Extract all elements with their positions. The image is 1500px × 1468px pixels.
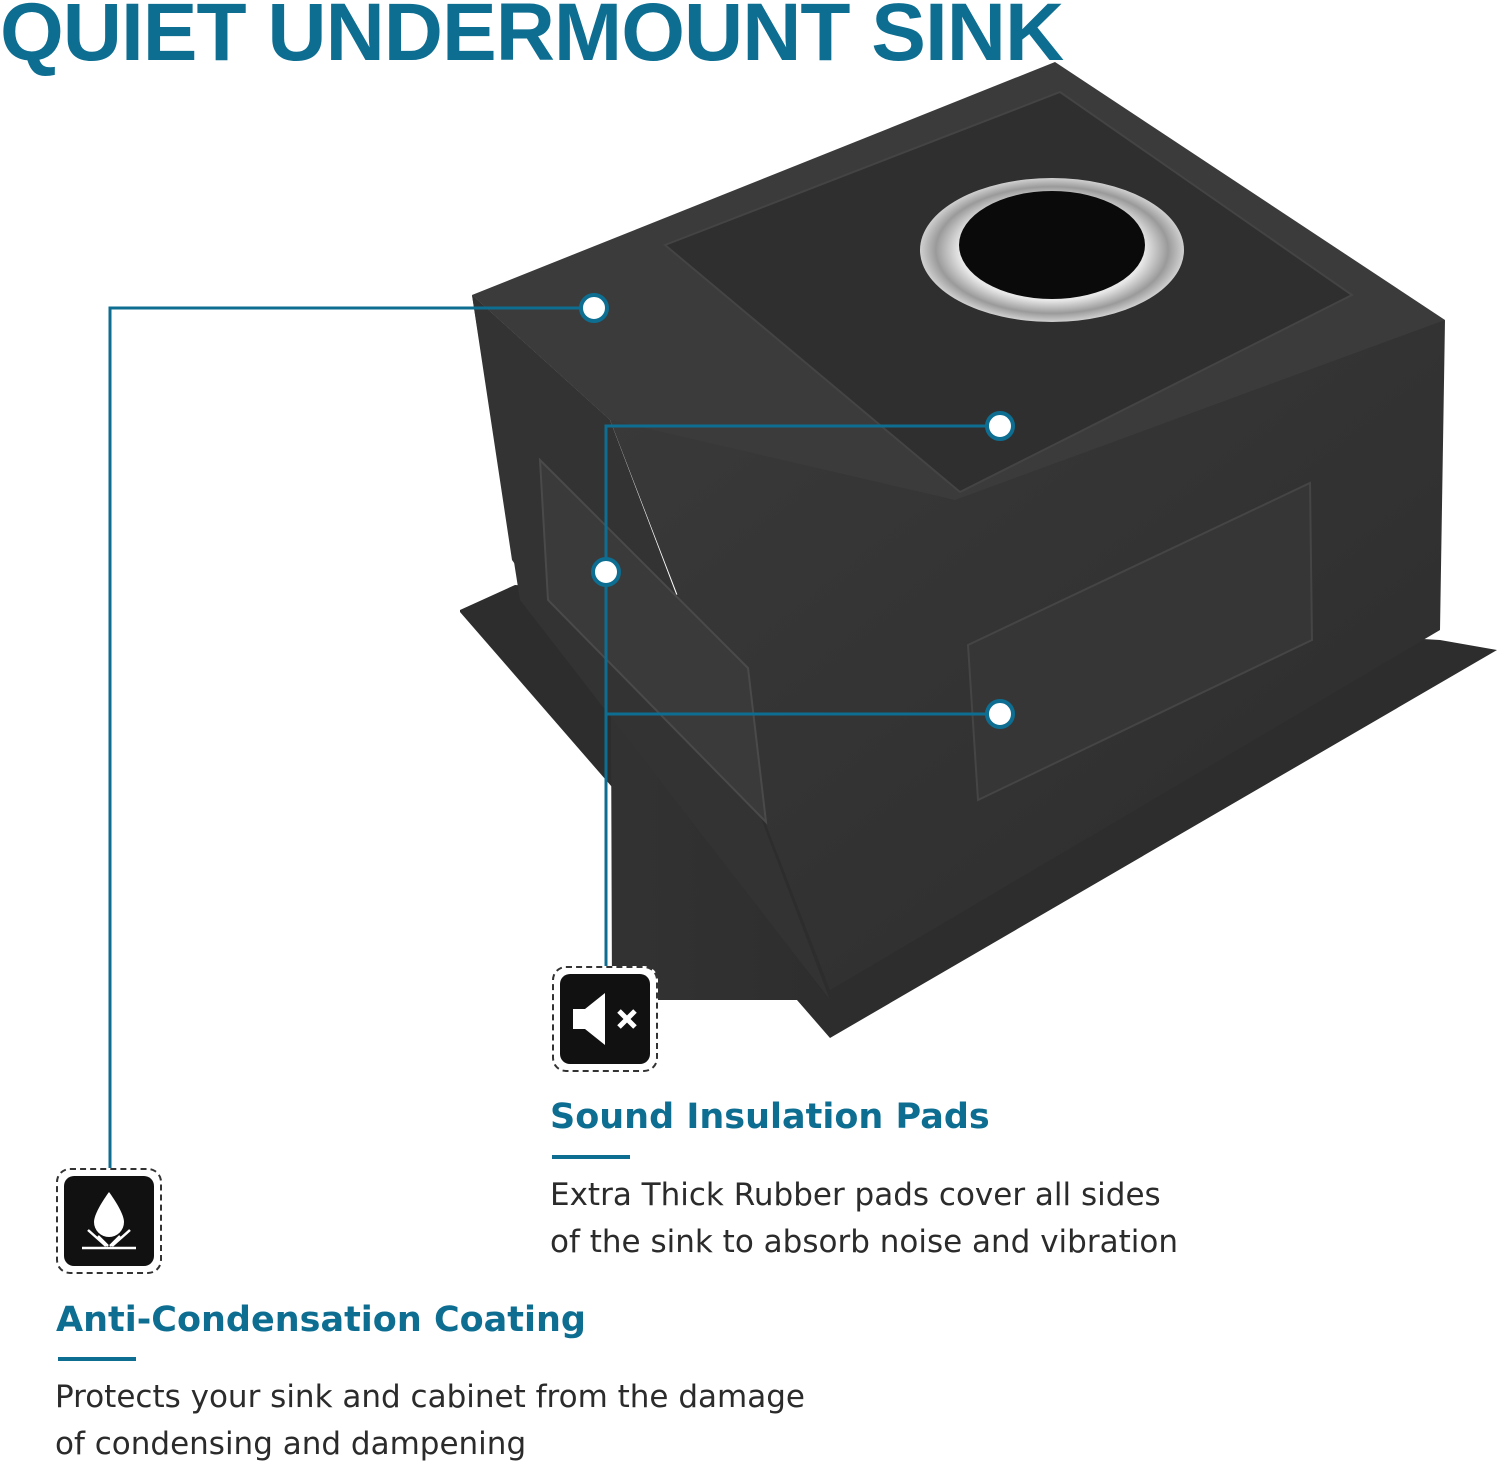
feature-title-sound: Sound Insulation Pads (550, 1097, 990, 1137)
water-drop-icon (64, 1176, 154, 1266)
drain-hole (959, 191, 1145, 299)
mute-speaker-icon (560, 974, 650, 1064)
feature-desc-sound: Extra Thick Rubber pads cover all sides … (550, 1177, 1178, 1260)
callout-lines (108, 306, 1000, 1168)
mute-icon-frame (552, 966, 658, 1072)
title-underline (552, 1155, 630, 1159)
callout-dot (579, 293, 609, 323)
water-icon-frame (56, 1168, 162, 1274)
front-side-pad (966, 481, 1314, 802)
callout-dot (985, 699, 1015, 729)
page-title: QUIET UNDERMOUNT SINK (0, 0, 1064, 78)
feature-desc-coating: Protects your sink and cabinet from the … (55, 1379, 805, 1462)
callout-dot (985, 411, 1015, 441)
title-underline (58, 1357, 136, 1361)
feature-title-coating: Anti-Condensation Coating (56, 1300, 586, 1340)
left-side-pad (538, 457, 768, 825)
callout-dot (591, 557, 621, 587)
